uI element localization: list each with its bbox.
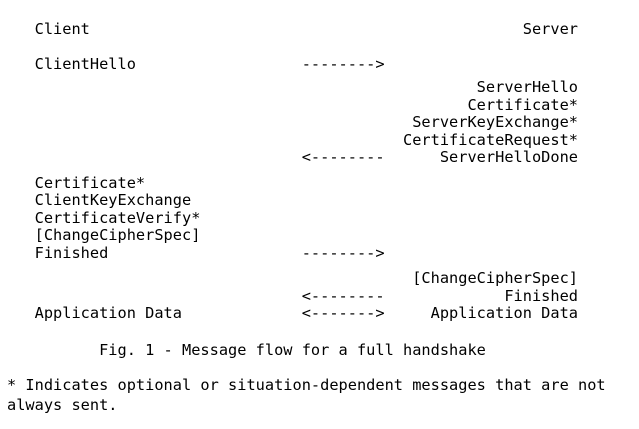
line-server-finished-arrow: <-------- Finished <box>7 286 578 305</box>
flight-finish-and-data: [ChangeCipherSpec] <-------- Finished Ap… <box>7 269 639 323</box>
line-client-certificate: Certificate* <box>7 173 146 192</box>
footnote-line-2: always sent. <box>7 396 118 414</box>
flight-client-hello: ClientHello --------> <box>7 54 639 74</box>
figure-footnote: * Indicates optional or situation-depend… <box>7 375 639 415</box>
line-server-certificate: Certificate* <box>7 95 578 114</box>
figure-caption: Fig. 1 - Message flow for a full handsha… <box>7 340 486 359</box>
line-certificate-verify: CertificateVerify* <box>7 208 201 227</box>
actors-line-client-server: Client Server <box>7 20 578 38</box>
line-client-finished-arrow: Finished --------> <box>7 243 385 262</box>
line-server-hello: ServerHello <box>7 78 578 96</box>
line-server-key-exchange: ServerKeyExchange* <box>7 113 578 131</box>
line-client-key-exchange: ClientKeyExchange <box>7 191 192 209</box>
line-client-hello-arrow: ClientHello --------> <box>7 54 385 73</box>
flight-server-response: ServerHello Certificate* ServerKeyExchan… <box>7 78 639 167</box>
line-server-hello-done-arrow: <-------- ServerHelloDone <box>7 148 578 166</box>
line-client-change-cipher-spec: [ChangeCipherSpec] <box>7 226 201 244</box>
line-application-data: Application Data <-------> Application D… <box>7 304 578 322</box>
flight-client-response: Certificate* ClientKeyExchange Certifica… <box>7 173 639 263</box>
actors-header-row: Client Server <box>7 20 639 39</box>
footnote-line-1: * Indicates optional or situation-depend… <box>7 376 606 394</box>
line-certificate-request: CertificateRequest* <box>7 130 578 149</box>
line-server-change-cipher-spec: [ChangeCipherSpec] <box>7 269 578 287</box>
